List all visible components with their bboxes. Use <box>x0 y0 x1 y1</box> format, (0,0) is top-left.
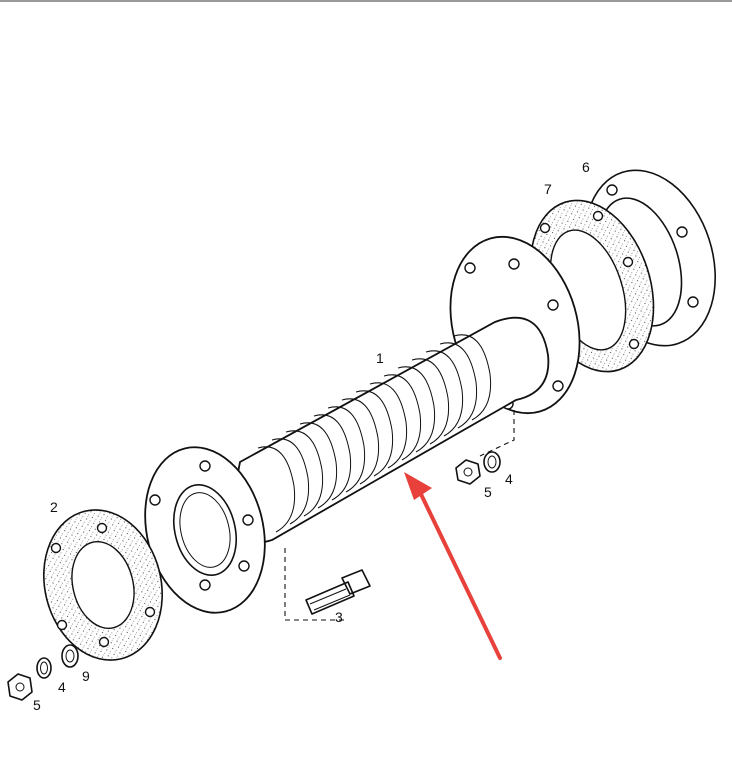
callout-flange-far: 6 <box>582 159 590 175</box>
red-arrow-icon <box>404 472 502 660</box>
callout-gasket-far: 7 <box>544 181 552 197</box>
left-gasket-speckled <box>42 509 164 661</box>
callout-bolt: 3 <box>335 609 343 625</box>
bolt-dashed-line <box>284 548 345 621</box>
callout-washer-left: 9 <box>82 668 90 684</box>
callout-nut-right: 5 <box>484 484 492 500</box>
right-dashed-line <box>479 410 515 457</box>
hex-bolt <box>305 569 371 615</box>
callout-lock-washer-right: 4 <box>505 471 513 487</box>
right-hex-nut <box>455 459 481 485</box>
callout-gasket-left: 2 <box>50 499 58 515</box>
left-lock-washer <box>36 657 52 679</box>
callout-bellows: 1 <box>376 350 384 366</box>
right-lock-washer <box>483 451 501 473</box>
bellows-pipe <box>231 316 550 544</box>
left-plain-washer <box>61 644 79 668</box>
left-hex-nut <box>7 673 33 701</box>
callout-nut-left: 5 <box>33 697 41 713</box>
left-flange <box>144 446 266 614</box>
callout-lock-washer-left: 4 <box>58 679 66 695</box>
